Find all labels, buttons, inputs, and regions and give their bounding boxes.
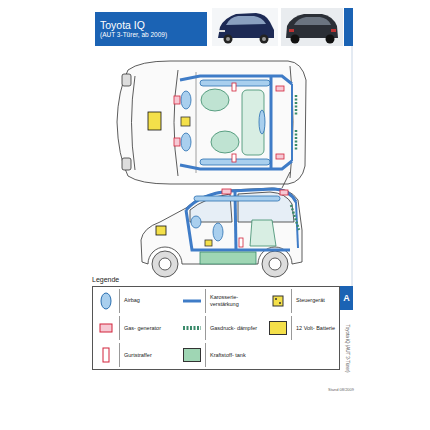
color-swatch	[269, 321, 287, 335]
legend-item: Kraftstoff- tank	[179, 342, 265, 369]
legend-text: Airbag	[120, 297, 140, 303]
car-side-view	[141, 172, 302, 277]
legend-item: Gurtstraffer	[93, 342, 179, 369]
node-heading: Toyota IQ	[100, 19, 202, 32]
car-photo	[281, 8, 343, 46]
node-heading: A	[341, 293, 352, 304]
legend-box: AirbagGas- generatorGurtstraffer Karosser…	[92, 286, 340, 370]
legend-text: Karosserie- verstärkung	[206, 294, 265, 307]
legend-symbol	[96, 345, 116, 365]
legend-swatch	[93, 316, 120, 340]
node-subtitle: (AUT 3-Türer, ab 2009)	[100, 31, 202, 39]
legend-item: Airbag	[93, 287, 179, 314]
legend-symbol	[96, 318, 116, 338]
section-tab: A	[340, 286, 353, 310]
legend-symbol	[182, 291, 202, 311]
legend-item: 12 Volt- Batterie	[265, 314, 339, 341]
date-note: Stand 08/2009	[328, 387, 354, 392]
legend-heading: Legende	[92, 276, 119, 283]
legend-text: 12 Volt- Batterie	[292, 325, 335, 331]
car-photo	[212, 8, 278, 46]
legend-swatch	[179, 289, 206, 313]
side-caption: Toyota iQ (AUT 3-Türer)	[345, 324, 350, 372]
legend-text: Gas- generator	[120, 325, 161, 331]
legend-text: Kraftstoff- tank	[206, 352, 246, 358]
legend-swatch	[93, 343, 120, 367]
legend-symbol	[182, 318, 202, 338]
legend-text: Gurtstraffer	[120, 352, 152, 358]
car-top-view	[117, 61, 306, 184]
legend-item: Gas- generator	[93, 314, 179, 341]
legend-swatch	[93, 289, 120, 313]
legend-text: Steuergerät	[292, 297, 325, 303]
legend-swatch	[265, 289, 292, 313]
legend-text: Gasdruck- dämpfer	[206, 325, 257, 331]
title-bar: Toyota IQ(AUT 3-Türer, ab 2009)	[95, 12, 207, 46]
legend-swatch	[265, 316, 292, 340]
legend-item: Karosserie- verstärkung	[179, 287, 265, 314]
legend-item: Steuergerät	[265, 287, 339, 314]
legend-item: Gasdruck- dämpfer	[179, 314, 265, 341]
legend-symbol	[268, 291, 288, 311]
color-swatch	[183, 348, 201, 362]
legend-swatch	[179, 316, 206, 340]
legend-swatch	[179, 343, 206, 367]
edge-line	[352, 46, 353, 286]
legend-symbol	[96, 291, 116, 311]
edge-tab	[344, 8, 353, 46]
